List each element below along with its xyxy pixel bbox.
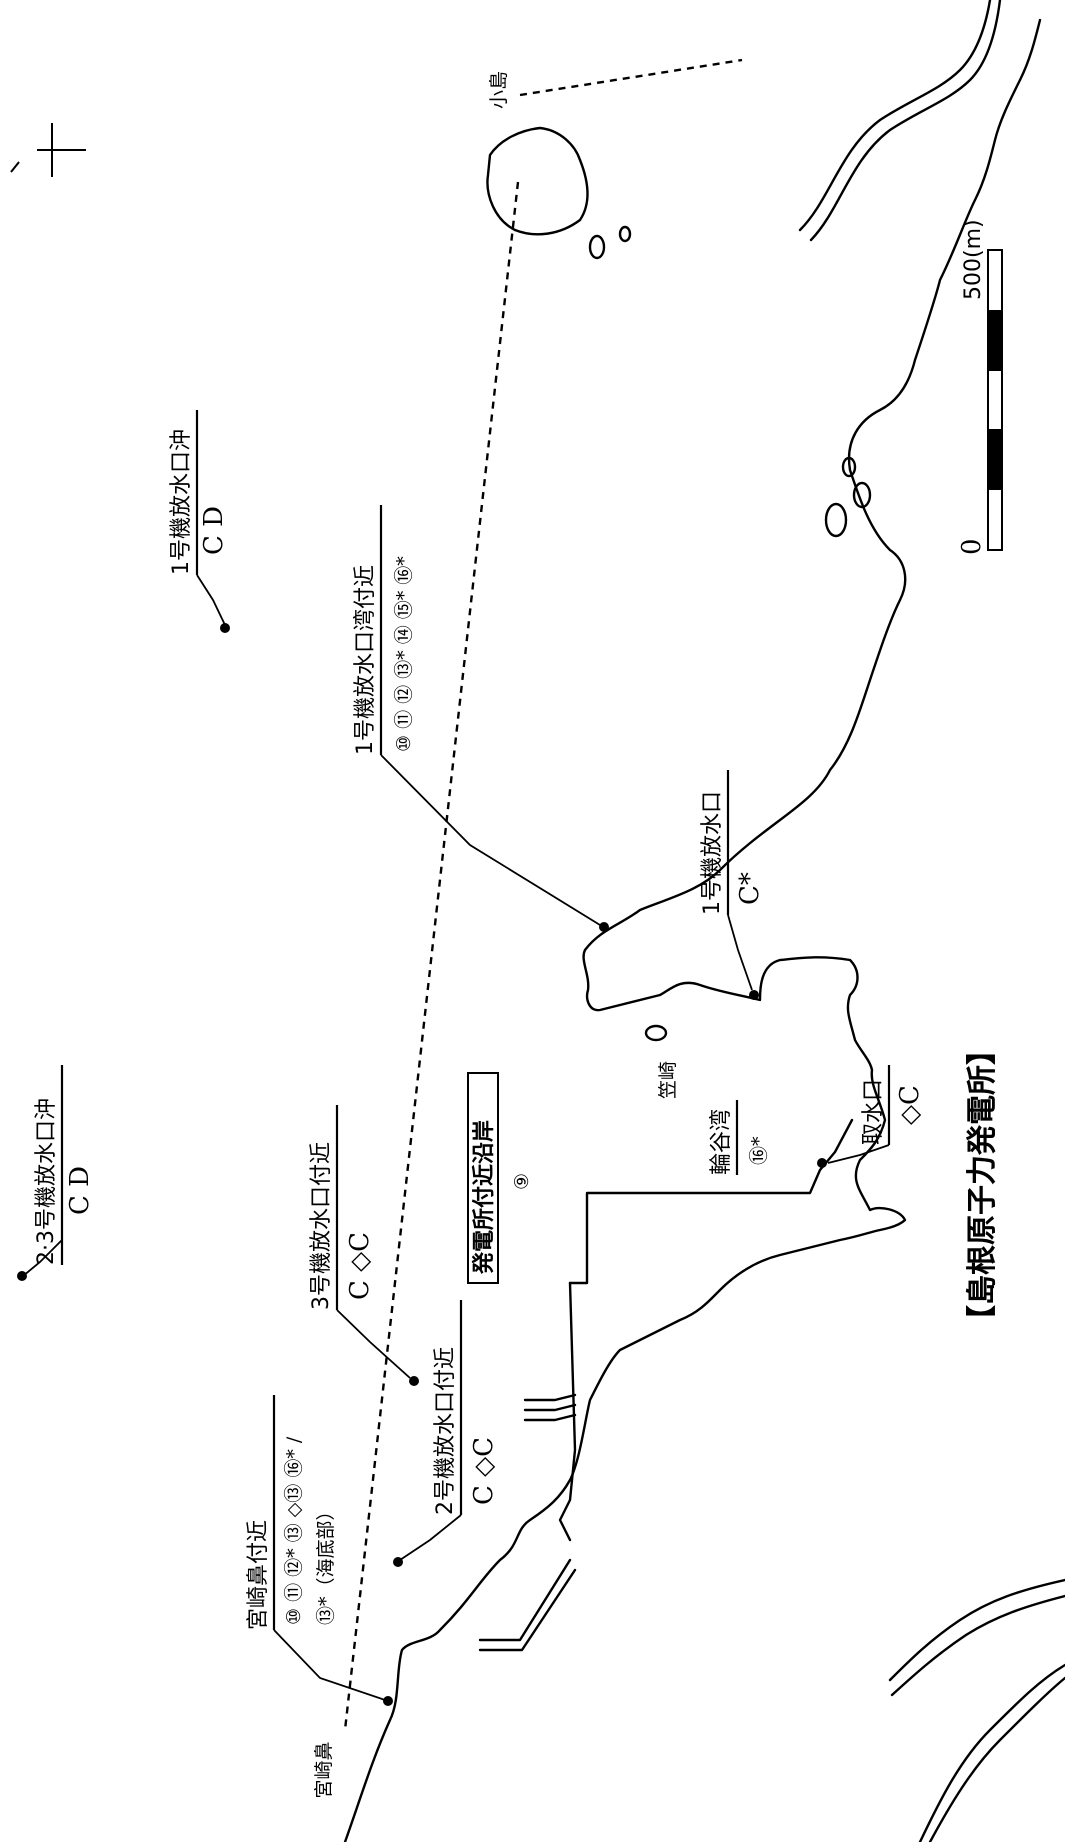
station-s23-offshore: 2·3号機放水口沖 C D [17,1065,95,1281]
place-kasazaki: 笠崎 [657,1061,679,1099]
station-s1-offshore-name: 1号機放水口沖 [169,429,194,575]
boundary-line-east [519,58,743,97]
station-wadani-bay: 輪谷湾 ⑯* [709,1100,827,1175]
station-dot-icon [599,922,609,932]
station-s1-offshore: 1号機放水口沖 C D [169,410,230,633]
station-intake-codes: ◇C [895,1085,925,1125]
map-title: 【島根原子力発電所】 [965,1035,1000,1335]
station-s1-outlet: 1号機放水口 C* [700,770,765,1000]
place-miyazaki-hana: 宮崎鼻 [313,1741,335,1798]
station-s23-offshore-name: 2·3号機放水口沖 [34,1098,59,1265]
station-dot-icon [383,1696,393,1706]
station-miyazaki-near-line1: ⑩ ⑪ ⑫* ⑬ ◇⑬ ⑯* / [283,1436,305,1625]
place-kojima: 小島 [488,71,510,109]
scale-label-max: 500(m) [961,219,986,300]
north-arrow-icon [10,123,86,177]
station-s1-offshore-codes: C D [199,506,229,555]
station-s2-outlet-near: 2号機放水口付近 C ◇C [393,1300,499,1567]
station-dot-icon [749,990,759,1000]
station-miyazaki-near: 宮崎鼻付近 ⑩ ⑪ ⑫* ⑬ ◇⑬ ⑯* / ⑬*（海底部） [246,1395,393,1706]
station-plant-coast-name: 発電所付近沿岸 [471,1120,497,1275]
station-dot-icon [393,1557,403,1567]
plant-channels [478,1393,577,1652]
station-s1-bay-near-name: 1号機放水口湾付近 [353,565,378,755]
station-s2-outlet-near-name: 2号機放水口付近 [433,1347,458,1515]
station-s1-outlet-codes: C* [735,872,765,905]
station-s3-outlet-near-name: 3号機放水口付近 [309,1142,334,1310]
station-wadani-bay-name: 輪谷湾 [709,1109,734,1175]
station-intake: 取水口 ◇C [827,1065,925,1164]
station-s3-outlet-near-codes: C ◇C [345,1232,375,1300]
station-s3-outlet-near: 3号機放水口付近 C ◇C [309,1105,419,1386]
station-dot-icon [17,1271,27,1281]
coastline [343,0,1065,1842]
station-miyazaki-near-line2: ⑬*（海底部） [315,1501,337,1625]
station-s2-outlet-near-codes: C ◇C [469,1437,499,1505]
station-s1-bay-near-codes: ⑩ ⑪ ⑫ ⑬* ⑭ ⑮* ⑯* [393,556,415,752]
station-miyazaki-near-name: 宮崎鼻付近 [246,1520,271,1630]
station-plant-coast-codes: ⑨ [511,1173,533,1190]
station-s1-bay-near: 1号機放水口湾付近 ⑩ ⑪ ⑫ ⑬* ⑭ ⑮* ⑯* [353,505,609,932]
station-dot-icon [817,1158,827,1168]
station-s23-offshore-codes: C D [65,1166,95,1215]
station-dot-icon [409,1376,419,1386]
station-wadani-bay-codes: ⑯* [748,1136,770,1165]
scale-bar-icon: 0 500(m) [957,219,1003,555]
station-s1-outlet-name: 1号機放水口 [700,791,725,915]
station-intake-name: 取水口 [861,1079,886,1145]
scale-label-zero: 0 [957,538,987,555]
station-plant-coast: 発電所付近沿岸 ⑨ [467,1072,533,1284]
station-dot-icon [220,623,230,633]
